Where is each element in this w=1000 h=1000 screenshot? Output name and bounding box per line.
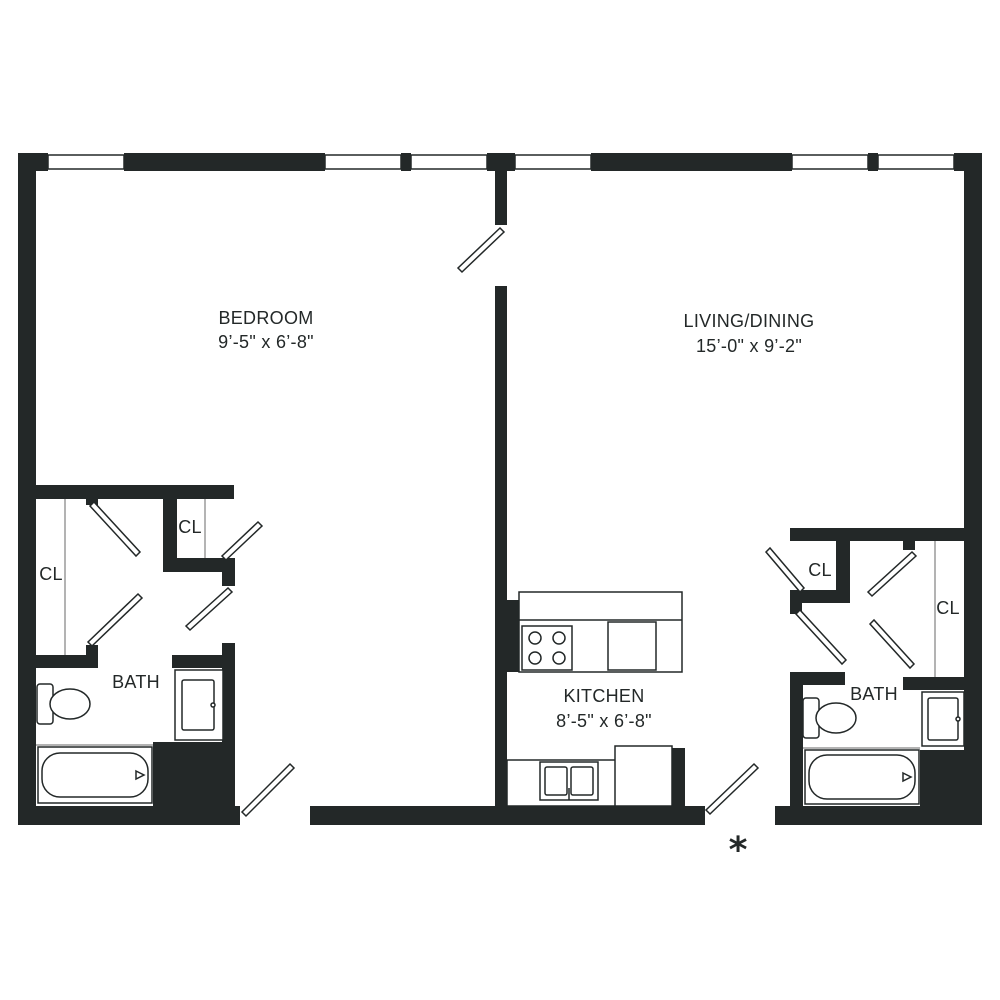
wall-bottom-middle [310,806,705,825]
stove [521,625,573,671]
wall-closet-right-small-right [836,528,850,603]
burner-2 [552,631,566,645]
label-kitchen-name: KITCHEN [563,686,644,706]
wall-partition-stub [495,153,507,225]
wall-top-pier-2 [868,153,878,171]
fridge [607,621,657,671]
tub-right-inner [808,754,916,800]
burner-3 [528,651,542,665]
wall-right [964,153,982,825]
faucet-right [955,716,961,722]
wall-bath-left-chase [153,742,235,825]
label-bath-left: BATH [112,672,160,692]
label-living-size: 15’-0" x 9’-2" [696,336,802,356]
label-closet-left-small: CL [178,517,202,537]
wall-bath-right-top-a [790,672,845,685]
dishwasher [614,745,673,807]
wall-top-segment-1 [124,153,325,171]
wall-bath-left-top-a [18,655,98,668]
wall-bath-right-chase [920,750,964,825]
door-bedroom [456,226,506,274]
wall-closet-right-small-jamb [790,590,802,614]
labels: BEDROOM 9’-5" x 6’-8" LIVING/DINING 15’-… [39,308,960,871]
window-1 [47,154,125,170]
wall-closet-right-small-bottom [790,590,850,603]
tub-left-inner [41,752,149,798]
door-closet-right-a [866,550,918,598]
entry-marker: * [729,830,748,871]
wall-closet-small-right-stub [222,485,234,499]
label-closet-right-small: CL [808,560,832,580]
sink-left [181,679,215,731]
wall-top-segment-2 [591,153,792,171]
wall-closet-small-left [163,485,177,567]
faucet-left [210,702,216,708]
door-bath-right [794,608,848,666]
bath-left-fixtures [36,669,224,804]
door-closet-small [220,520,264,562]
wall-closet-right-top-stub [903,528,915,550]
burner-1 [528,631,542,645]
door-closet-left-b [86,592,144,648]
tub-right-spout [902,771,913,783]
doors [86,226,918,818]
door-bath-left [184,586,234,632]
wall-bath-right-left [790,672,803,825]
sink-basin-2 [570,766,594,796]
door-bedroom-front [240,762,296,818]
closet-lines [36,499,936,749]
label-kitchen-size: 8’-5" x 6’-8" [556,711,652,731]
wall-closet-left-top [18,485,234,499]
door-closet-right-b [868,618,916,670]
window-3 [410,154,488,170]
window-4 [514,154,592,170]
door-entry [704,762,760,816]
wall-bath-left-top-b [172,655,234,668]
kitchen-fixtures [506,591,683,807]
label-closet-left-tall: CL [39,564,63,584]
wall-closet-left-stub [86,485,98,505]
door-closet-left-a [88,500,142,558]
sink-basin-1 [544,766,568,796]
label-bedroom-size: 9’-5" x 6’-8" [218,332,314,352]
window-6 [877,154,955,170]
wall-kitchen-pier [495,600,519,672]
wall-bath-right-top-b [903,677,964,690]
wall-kitchen-right [672,748,685,806]
walls [18,153,982,825]
window-2 [324,154,402,170]
wall-top-pier-1 [401,153,411,171]
door-closet-right-small [764,546,806,594]
tub-left-spout [135,769,146,781]
toilet-bowl-right [815,702,857,734]
burner-4 [552,651,566,665]
label-closet-right-tall: CL [936,598,960,618]
wall-closet-right-top [790,528,964,541]
bath-right-fixtures [802,691,965,805]
window-5 [791,154,869,170]
label-living-name: LIVING/DINING [684,311,815,331]
wall-partition [495,286,507,825]
label-bath-right: BATH [850,684,898,704]
toilet-bowl-left [49,688,91,720]
wall-closet-small-bottom [163,558,235,572]
label-bedroom-name: BEDROOM [218,308,313,328]
sink-right [927,697,959,741]
wall-closet-small-jamb [222,558,235,586]
wall-bath-left-jamb [86,645,98,668]
